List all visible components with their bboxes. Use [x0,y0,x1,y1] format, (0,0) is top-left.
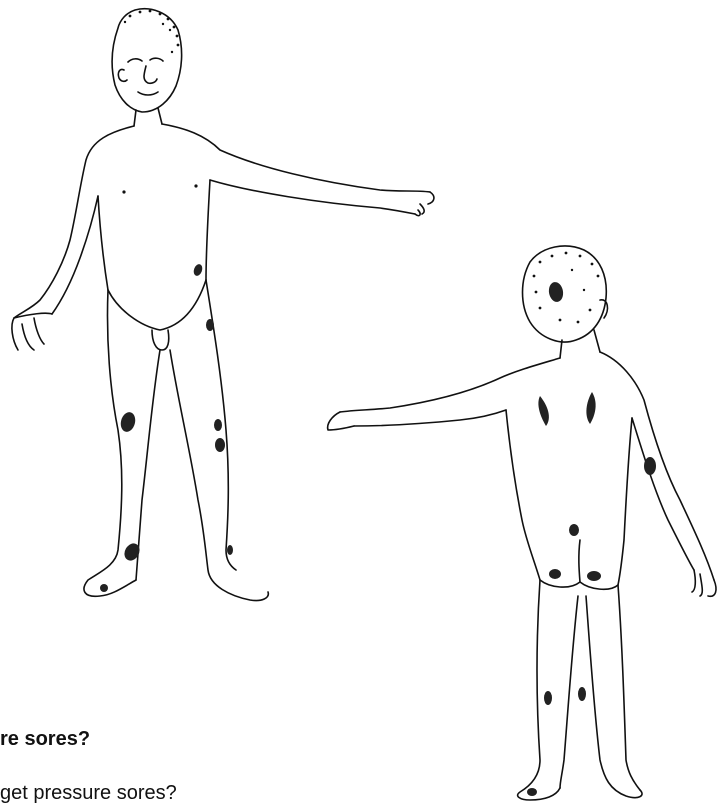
front-view-figure [12,9,434,601]
back-hair [533,252,600,324]
back-pressure-sores [527,281,656,796]
front-hair [124,10,180,54]
front-torso-outline [14,126,134,318]
section-question: get pressure sores? [0,782,177,805]
section-heading: re sores? [0,728,90,751]
back-legs-outline [518,580,560,800]
back-view-figure [328,246,716,800]
front-pressure-sores [100,263,233,592]
back-head-outline [523,246,607,342]
front-head-outline [112,9,181,112]
